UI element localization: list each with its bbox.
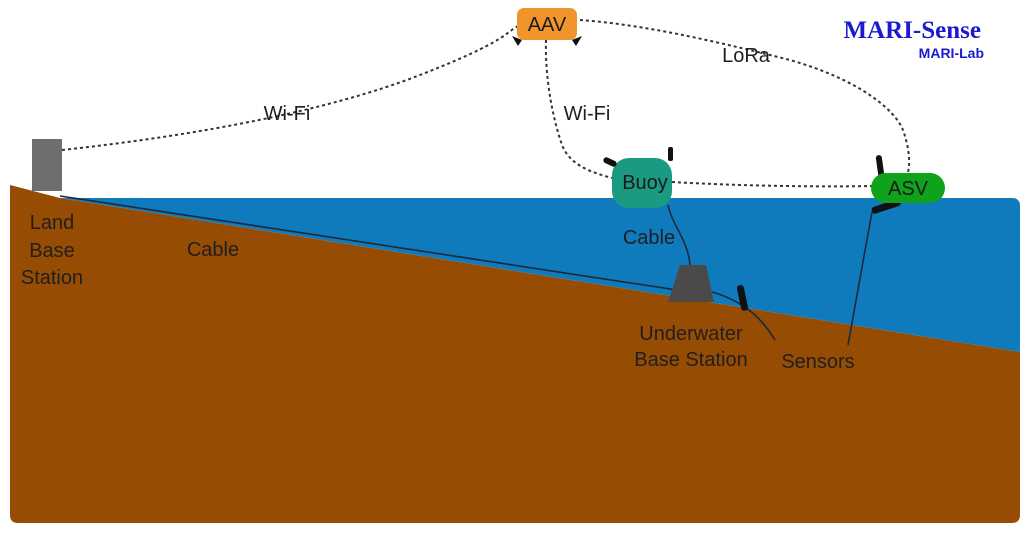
aav-label: AAV: [528, 14, 567, 36]
asv-antenna: [875, 155, 885, 177]
cable-land-label: Cable: [187, 239, 239, 261]
brand-title: MARI-Sense: [844, 17, 982, 44]
sensors-label: Sensors: [781, 351, 854, 373]
sensor-seabed: [736, 285, 749, 311]
aav-rotor-right: [572, 36, 582, 46]
buoy-label: Buoy: [622, 172, 668, 194]
cable-buoy-station: [667, 204, 691, 266]
aav-body: [517, 8, 577, 40]
underwater-station-label-1: Underwater: [639, 323, 743, 345]
land-station-label-3: Station: [21, 267, 83, 289]
land-station-label-1: Land: [30, 212, 75, 234]
wifi-link-aav-buoy: [544, 39, 613, 179]
wifi-link-land-aav: [61, 24, 521, 151]
cable-station-sensor: [711, 291, 776, 341]
wifi-buoy-label: Wi-Fi: [564, 103, 611, 125]
cable-land-seabed: [59, 195, 691, 293]
cable-asv-sensor: [847, 211, 873, 346]
buoy-antenna-right: [668, 147, 673, 161]
buoy-body: [612, 158, 672, 208]
brand-subtitle: MARI-Lab: [919, 45, 984, 61]
lora-link-aav-asv: [579, 19, 911, 173]
aav-rotor-left: [512, 36, 522, 46]
underwater-station-label-2: Base Station: [634, 349, 747, 371]
cable-buoy-label: Cable: [623, 227, 675, 249]
asv-body: [871, 173, 945, 203]
lora-label: LoRa: [722, 45, 771, 67]
asv-label: ASV: [888, 178, 929, 200]
land-station-label-2: Base: [29, 240, 75, 262]
seabed: [10, 185, 1020, 523]
link-buoy-asv: [671, 181, 873, 188]
wifi-land-label: Wi-Fi: [264, 103, 311, 125]
buoy-antenna-left: [603, 157, 617, 167]
land-station-tower: [32, 139, 62, 191]
underwater-station-body: [668, 265, 714, 302]
